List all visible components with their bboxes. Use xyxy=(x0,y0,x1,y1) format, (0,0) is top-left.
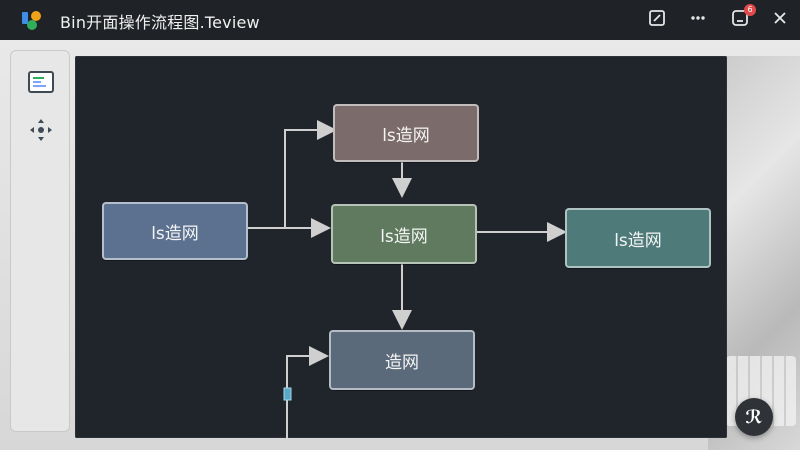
left-tool-rail xyxy=(10,50,70,432)
flow-node-top-label: ls造网 xyxy=(382,125,430,146)
notification-icon xyxy=(731,9,749,31)
edit-icon xyxy=(648,9,666,31)
title-bar: Bin开面操作流程图.Teview 6 xyxy=(0,0,800,40)
panel-button[interactable] xyxy=(26,69,56,99)
flow-node-left-label: ls造网 xyxy=(151,223,199,244)
arrow-external-to-bottom xyxy=(286,346,329,438)
connector-handle xyxy=(283,387,292,401)
flowchart-canvas[interactable]: ls造网 ls造网 ls造网 ls造网 造网 xyxy=(75,56,727,438)
flow-node-left[interactable]: ls造网 xyxy=(102,202,248,260)
flow-node-center[interactable]: ls造网 xyxy=(331,204,477,264)
flow-node-right[interactable]: ls造网 xyxy=(565,208,711,268)
assistant-icon: ℛ xyxy=(745,406,763,428)
flow-node-right-label: ls造网 xyxy=(614,230,662,251)
edit-button[interactable] xyxy=(645,8,669,32)
move-button[interactable] xyxy=(26,117,56,147)
window-title: Bin开面操作流程图.Teview xyxy=(60,13,260,32)
app-logo-icon xyxy=(20,8,44,32)
panel-icon xyxy=(28,71,54,97)
close-button[interactable] xyxy=(768,8,792,32)
flow-node-bottom[interactable]: 造网 xyxy=(329,330,475,390)
arrow-left-to-top xyxy=(284,120,337,228)
flowchart-connectors xyxy=(247,120,567,438)
flow-node-center-label: ls造网 xyxy=(380,226,428,247)
notification-badge: 6 xyxy=(744,4,756,16)
assistant-button[interactable]: ℛ xyxy=(735,398,773,436)
more-icon xyxy=(689,9,707,31)
flow-node-bottom-label: 造网 xyxy=(385,352,419,373)
move-icon xyxy=(28,117,54,147)
close-icon xyxy=(771,9,789,31)
flow-node-top[interactable]: ls造网 xyxy=(333,104,479,162)
notifications-button[interactable]: 6 xyxy=(728,4,756,32)
more-button[interactable] xyxy=(686,8,710,32)
